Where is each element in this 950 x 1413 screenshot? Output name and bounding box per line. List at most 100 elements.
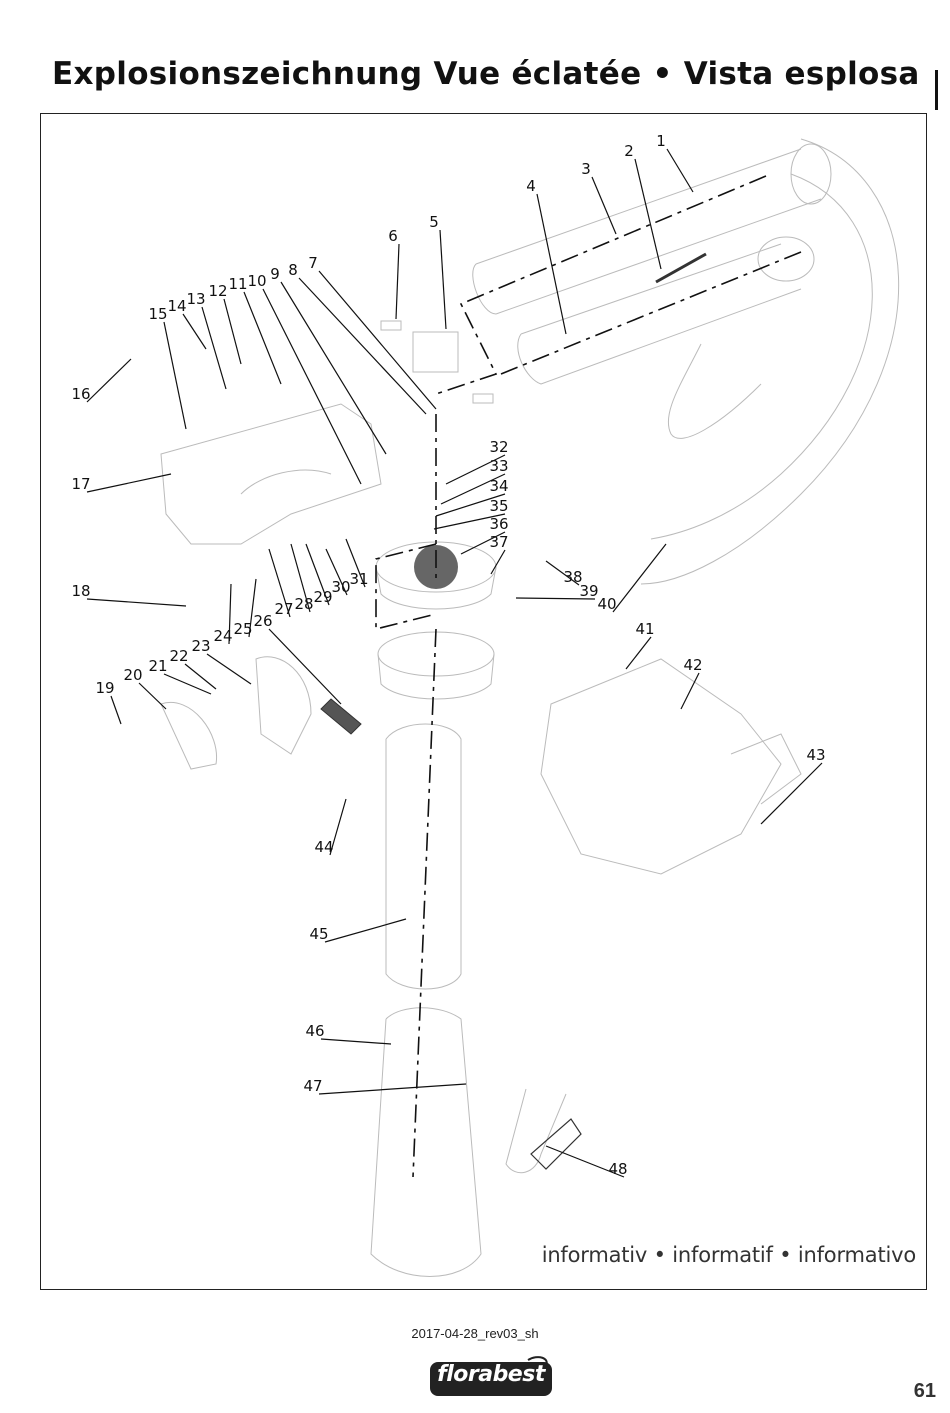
leader-line-34 [435,493,506,517]
part-label-1: 1 [656,132,666,150]
axis-upper-2 [500,251,802,375]
page-title: Explosionszeichnung Vue éclatée • Vista … [52,56,920,92]
leader-line-7 [318,270,437,410]
leader-line-10 [262,288,362,485]
part-label-48: 48 [608,1160,627,1178]
part-label-35: 35 [489,497,508,515]
informative-caption: informativ • informatif • informativo [541,1243,917,1267]
strap-loop [667,343,762,439]
leader-line-5 [439,229,447,330]
upper-tube-2 [517,243,802,385]
motor-outlet [730,733,802,805]
part-label-23: 23 [191,637,210,655]
leader-line-19 [110,695,122,725]
part-label-31: 31 [349,570,368,588]
leader-line-17 [86,473,172,493]
leader-line-18 [86,598,187,607]
leader-line-21 [163,673,212,695]
leader-line-11 [243,291,282,385]
part-label-16: 16 [71,385,90,403]
leader-line-2 [634,158,662,270]
axis-housing [375,543,437,631]
leader-line-20 [138,682,167,710]
part-label-5: 5 [429,213,439,231]
leader-line-27 [268,548,291,618]
leader-line-35 [433,513,506,530]
leader-line-32 [445,454,506,485]
part-box-5 [412,331,459,373]
part-label-24: 24 [213,627,232,645]
leader-line-24 [228,583,232,645]
leader-line-4 [536,193,567,335]
leader-line-39 [515,597,596,600]
title-rule [935,70,938,110]
part-label-12: 12 [208,282,227,300]
leader-line-46 [320,1038,392,1045]
florabest-logo: florabest [428,1356,554,1400]
part-label-43: 43 [806,746,825,764]
part-label-7: 7 [308,254,318,272]
part-label-15: 15 [148,305,167,323]
part-label-8: 8 [288,261,298,279]
part-label-32: 32 [489,438,508,456]
upper-tube-1 [472,148,822,315]
tube-end-1 [757,236,815,282]
leader-line-30 [325,548,348,596]
part-label-14: 14 [167,297,186,315]
strap-hook [505,1088,567,1174]
part-label-42: 42 [683,656,702,674]
part-label-33: 33 [489,457,508,475]
leader-line-48 [545,1145,625,1178]
part-label-34: 34 [489,477,508,495]
fan-housing-ring-side [377,653,495,700]
part-label-18: 18 [71,582,90,600]
leader-line-23 [206,653,252,685]
lower-tube-1 [385,723,462,990]
part-label-29: 29 [313,588,332,606]
leader-line-36 [460,531,506,555]
part-label-46: 46 [305,1022,324,1040]
part-label-3: 3 [581,160,591,178]
part-label-37: 37 [489,533,508,551]
axis-upper-1 [435,175,767,395]
side-cover [160,701,218,770]
leader-line-6 [395,243,400,320]
part-label-2: 2 [624,142,634,160]
leader-line-13 [201,306,227,390]
assembly-axes [375,175,802,1178]
leader-line-15 [163,321,187,430]
leader-line-33 [440,473,506,505]
leader-line-12 [223,298,242,365]
revision-code: 2017-04-28_rev03_sh [411,1326,539,1341]
axis-lower [412,628,437,1178]
leader-line-9 [280,281,387,455]
part-label-4: 4 [526,177,536,195]
page-number: 61 [913,1380,936,1402]
part-label-22: 22 [169,647,188,665]
leader-line-40 [612,543,667,613]
part-label-17: 17 [71,475,90,493]
leader-line-43 [760,762,823,825]
part-label-11: 11 [228,275,247,293]
leader-line-25 [248,578,257,638]
part-label-25: 25 [233,620,252,638]
leader-line-26 [268,628,342,705]
part-box-6b [472,393,494,404]
leader-line-28 [290,543,311,613]
part-label-9: 9 [270,265,280,283]
part-label-10: 10 [247,272,266,290]
leader-lines [86,148,823,1178]
switch-housing [255,656,312,755]
motor-housing [540,658,782,875]
tube-end-2 [790,143,832,205]
part-box-6 [380,320,402,331]
leader-line-3 [591,176,617,235]
part-label-26: 26 [253,612,272,630]
lower-tube-2 [370,1007,482,1277]
part-label-38: 38 [563,568,582,586]
part-label-41: 41 [635,620,654,638]
fan-housing-side [375,566,497,610]
